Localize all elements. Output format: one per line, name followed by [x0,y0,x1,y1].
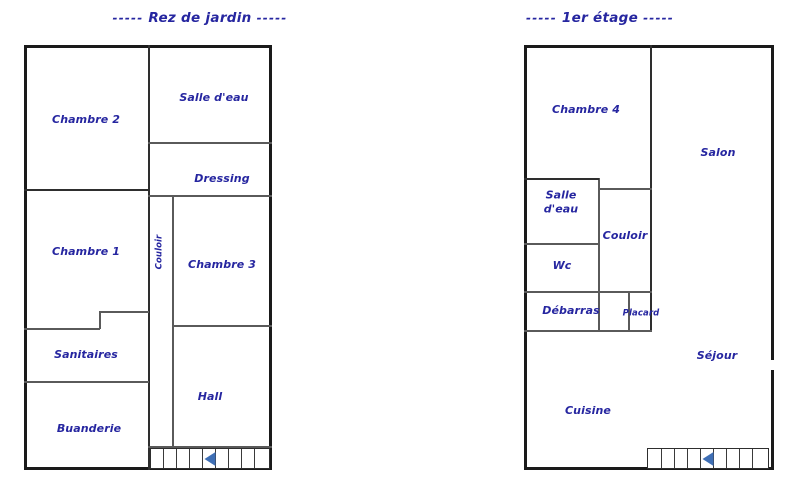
title-dash-right: ----- [256,11,288,25]
wall-sanitaires-top-right [99,311,149,313]
stair-direction-arrow-icon [204,451,216,466]
room-label-cuisine: Cuisine [565,404,611,418]
outer-wall-1er-etage [524,45,774,470]
plan-title-rez-de-jardin: ----- Rez de jardin ----- [0,10,400,26]
staircase-rez-de-jardin [150,448,270,469]
stair-tread [739,449,741,468]
room-label-wc: Wc [552,259,572,273]
wall-couloir-right [172,195,174,446]
room-label-hall: Hall [197,390,223,404]
room-label-salon: Salon [700,146,736,160]
room-label-buanderie: Buanderie [56,422,122,436]
room-label-couloir-etage: Couloir [602,229,648,243]
title-dash-right-2: ----- [643,11,674,25]
stair-tread [661,449,663,468]
wall-chambre3-bottom [172,325,272,327]
room-label-salle-deau-line2: d'eau [543,202,579,215]
wall-sanitaires-top-left [24,328,100,330]
room-label-placard: Placard [622,308,660,319]
stair-tread [202,449,204,468]
stair-tread [700,449,702,468]
stair-tread [215,449,217,468]
wall-chambre2-chambre1 [24,189,149,191]
floor-plan-1er-etage: ----- 1er étage ----- [400,0,800,485]
title-text-left: Rez de jardin [148,10,252,26]
room-label-salle-deau: Salle d'eau [179,91,249,105]
wall-debarras-bottom [524,330,652,332]
stair-tread [189,449,191,468]
stair-tread [713,449,715,468]
room-label-sanitaires: Sanitaires [54,348,118,362]
room-label-chambre-4: Chambre 4 [552,103,620,117]
wall-couloir-top [598,188,652,190]
stair-tread [228,449,230,468]
room-label-couloir: Couloir [154,234,165,270]
stair-direction-arrow-icon [702,451,714,466]
title-dash-left: ----- [112,11,144,25]
stair-tread [726,449,728,468]
stair-tread [674,449,676,468]
title-text-right: 1er étage [561,10,639,26]
room-label-salle-deau-line1: Salle [545,188,577,202]
wall-hall-stairs [148,446,272,448]
wall-sanitaires-step-riser [99,311,101,329]
door-gap-sejour [769,360,775,370]
staircase-1er-etage [647,448,769,469]
stair-tread [176,449,178,468]
room-label-debarras: Débarras [542,304,600,318]
room-label-chambre-2: Chambre 2 [52,113,120,127]
wall-wc-debarras [524,291,652,293]
plan-title-1er-etage: ----- 1er étage ----- [400,10,800,26]
room-label-chambre-1: Chambre 1 [52,245,120,259]
stair-tread [752,449,754,468]
stair-tread [687,449,689,468]
wall-placard-left [628,291,630,331]
wall-couloir-left-right-plan [598,178,600,330]
room-label-chambre-3: Chambre 3 [188,258,256,272]
title-dash-left-2: ----- [526,11,557,25]
room-label-dressing: Dressing [194,172,250,186]
wall-vertical-main-left [148,45,151,470]
stair-tread [163,449,165,468]
wall-salledeau-dressing [148,142,272,144]
wall-salledeau-wc [524,243,599,245]
floor-plan-rez-de-jardin: ----- Rez de jardin ----- [0,10,400,470]
room-label-sejour: Séjour [696,349,738,363]
wall-chambre4-bottom [524,178,599,180]
stair-tread [254,449,256,468]
stair-tread [241,449,243,468]
wall-dressing-bottom [148,195,272,197]
wall-sanitaires-buanderie [24,381,149,383]
room-label-salle-deau-etage: Salle d'eau [533,188,589,216]
